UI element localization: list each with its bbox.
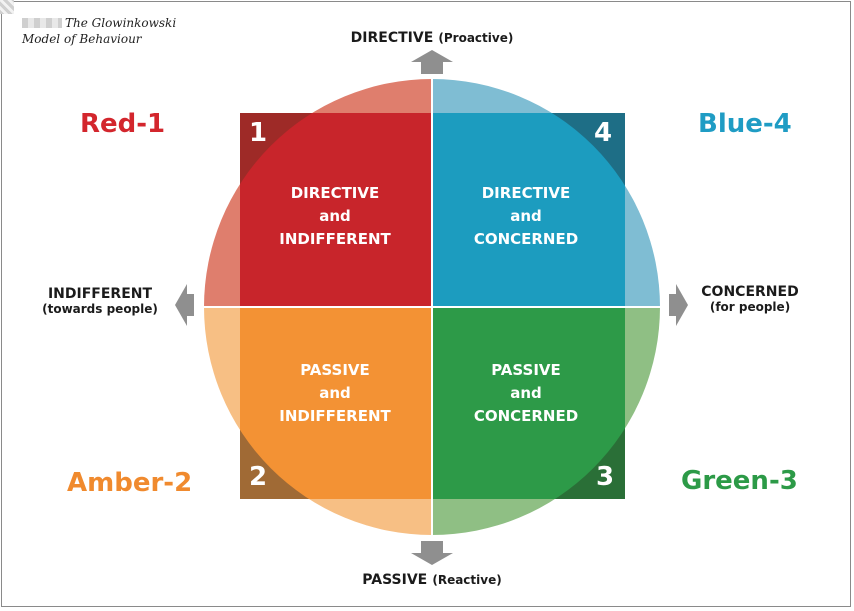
quadrant-green-line2: and — [510, 384, 542, 402]
quadrant-green-line1: PASSIVE — [491, 361, 561, 379]
quadrant-amber-line1: PASSIVE — [300, 361, 370, 379]
caption: The Glowinkowski Model of Behaviour — [22, 15, 176, 47]
title-green: Green-3 — [681, 466, 798, 496]
axis-bottom-sub: (Reactive) — [432, 573, 502, 587]
corner-mark — [0, 0, 14, 14]
number-2: 2 — [249, 462, 268, 492]
axis-left-main: INDIFFERENT — [47, 286, 153, 302]
axis-right-main: CONCERNED — [701, 284, 799, 300]
number-4: 4 — [594, 118, 613, 148]
quadrant-green — [432, 307, 625, 499]
axis-bottom-label: PASSIVE (Reactive) — [332, 569, 532, 588]
title-amber: Amber-2 — [67, 468, 193, 498]
caption-line1: The Glowinkowski — [65, 16, 177, 30]
quadrant-blue-line1: DIRECTIVE — [481, 184, 571, 202]
quadrant-blue-line3: CONCERNED — [473, 230, 579, 248]
quadrant-amber — [240, 307, 432, 499]
quadrant-blue-line2: and — [510, 207, 542, 225]
quadrant-green-text: PASSIVE and CONCERNED — [431, 359, 621, 428]
quadrant-green-line3: CONCERNED — [473, 407, 579, 425]
arrow-left-icon — [175, 284, 194, 326]
quadrant-red-text: DIRECTIVE and INDIFFERENT — [240, 182, 430, 251]
arrow-right-icon — [669, 284, 688, 326]
number-3: 3 — [596, 462, 615, 492]
axis-top-label: DIRECTIVE (Proactive) — [332, 27, 532, 46]
axis-left-sub: (towards people) — [42, 302, 158, 316]
quadrant-red-line3: INDIFFERENT — [279, 230, 391, 248]
axis-top-sub: (Proactive) — [438, 31, 514, 45]
title-red: Red-1 — [80, 109, 166, 139]
axis-top-main: DIRECTIVE — [350, 30, 434, 46]
quadrant-red-line1: DIRECTIVE — [290, 184, 380, 202]
quadrant-amber-line3: INDIFFERENT — [279, 407, 391, 425]
axis-right-sub: (for people) — [709, 300, 791, 314]
quadrant-red — [240, 113, 432, 307]
quadrant-red-line2: and — [319, 207, 351, 225]
quadrant-blue-text: DIRECTIVE and CONCERNED — [431, 182, 621, 251]
quadrant-amber-line2: and — [319, 384, 351, 402]
axis-bottom-main: PASSIVE — [362, 572, 428, 588]
arrow-down-icon — [411, 541, 453, 565]
arrow-up-icon — [411, 50, 453, 74]
title-blue: Blue-4 — [698, 109, 792, 139]
quadrant-amber-text: PASSIVE and INDIFFERENT — [240, 359, 430, 428]
axis-left-label: INDIFFERENT (towards people) — [25, 286, 175, 316]
redacted-logo — [22, 18, 62, 28]
caption-line2: Model of Behaviour — [22, 32, 142, 46]
axis-right-label: CONCERNED (for people) — [690, 284, 810, 314]
number-1: 1 — [249, 118, 268, 148]
